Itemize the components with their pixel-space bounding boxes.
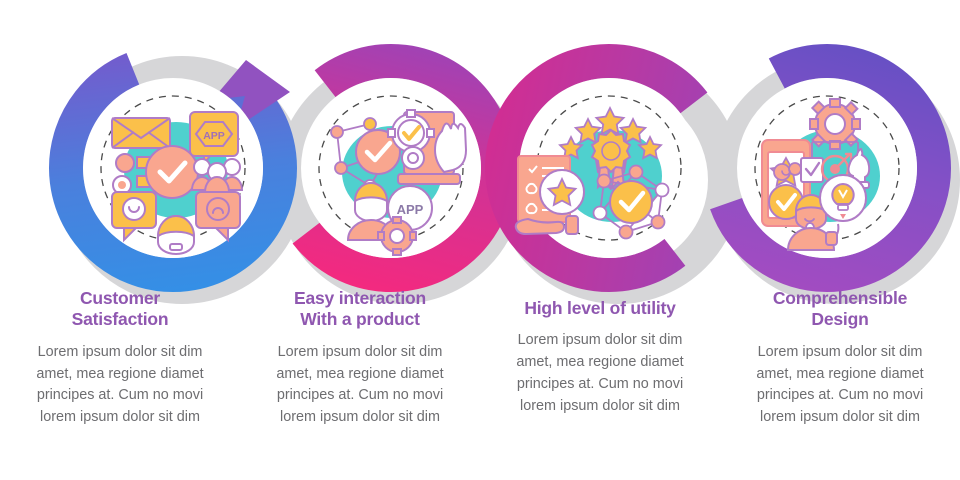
step-body-3: Lorem ipsum dolor sit dim amet, mea regi… [516,332,684,415]
step-column-4: Comprehensible Design Lorem ipsum dolor … [720,288,960,463]
arrow-head-step-1 [212,60,290,128]
ring-step-2 [267,44,515,292]
step-body-2: Lorem ipsum dolor sit dim amet, mea regi… [276,343,444,426]
step-column-3: High level of utility Lorem ipsum dolor … [480,288,720,463]
dashed-guide-circles [100,95,900,241]
step-text-columns: Customer Satisfaction Lorem ipsum dolor … [0,288,960,463]
step-body-4: Lorem ipsum dolor sit dim amet, mea regi… [756,343,924,426]
step-title-4: Comprehensible Design [772,288,908,330]
step-column-1: Customer Satisfaction Lorem ipsum dolor … [0,288,240,463]
step-title-1: Customer Satisfaction [71,288,169,330]
step-body-1: Lorem ipsum dolor sit dim amet, mea regi… [36,343,204,426]
step-title-2: Easy interaction With a product [294,288,426,330]
step-title-3: High level of utility [524,298,676,318]
ring-step-4 [703,43,951,292]
step-column-2: Easy interaction With a product Lorem ip… [240,288,480,463]
ring-step-1 [49,44,297,292]
